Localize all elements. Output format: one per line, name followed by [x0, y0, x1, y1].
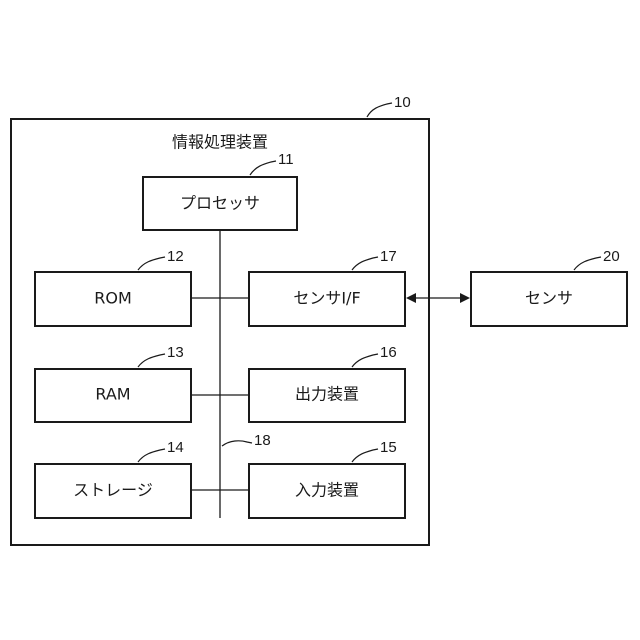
ram-ref: 13 [167, 344, 184, 361]
rom-ref: 12 [167, 248, 184, 265]
ram-label: RAM [95, 385, 130, 404]
device-ref-leader [367, 103, 392, 117]
processor-label: プロセッサ [180, 194, 260, 213]
processor-ref: 11 [278, 151, 294, 168]
input-device-label: 入力装置 [295, 481, 359, 500]
output-device-ref: 16 [380, 344, 397, 361]
sensor-ref-leader [574, 257, 601, 270]
sensor-label: センサ [525, 289, 573, 308]
sensor-connection-arrow-right [460, 293, 470, 303]
sensor-ref: 20 [603, 248, 620, 265]
output-device-label: 出力装置 [295, 385, 359, 404]
storage-label: ストレージ [73, 481, 153, 500]
storage-ref: 14 [167, 439, 184, 456]
rom-label: ROM [94, 289, 132, 308]
sensor-if-label: センサI/F [293, 289, 360, 308]
bus-ref: 18 [254, 432, 271, 449]
device-title: 情報処理装置 [172, 133, 268, 152]
sensor-if-ref: 17 [380, 248, 397, 265]
device-ref: 10 [394, 94, 411, 111]
input-device-ref: 15 [380, 439, 397, 456]
